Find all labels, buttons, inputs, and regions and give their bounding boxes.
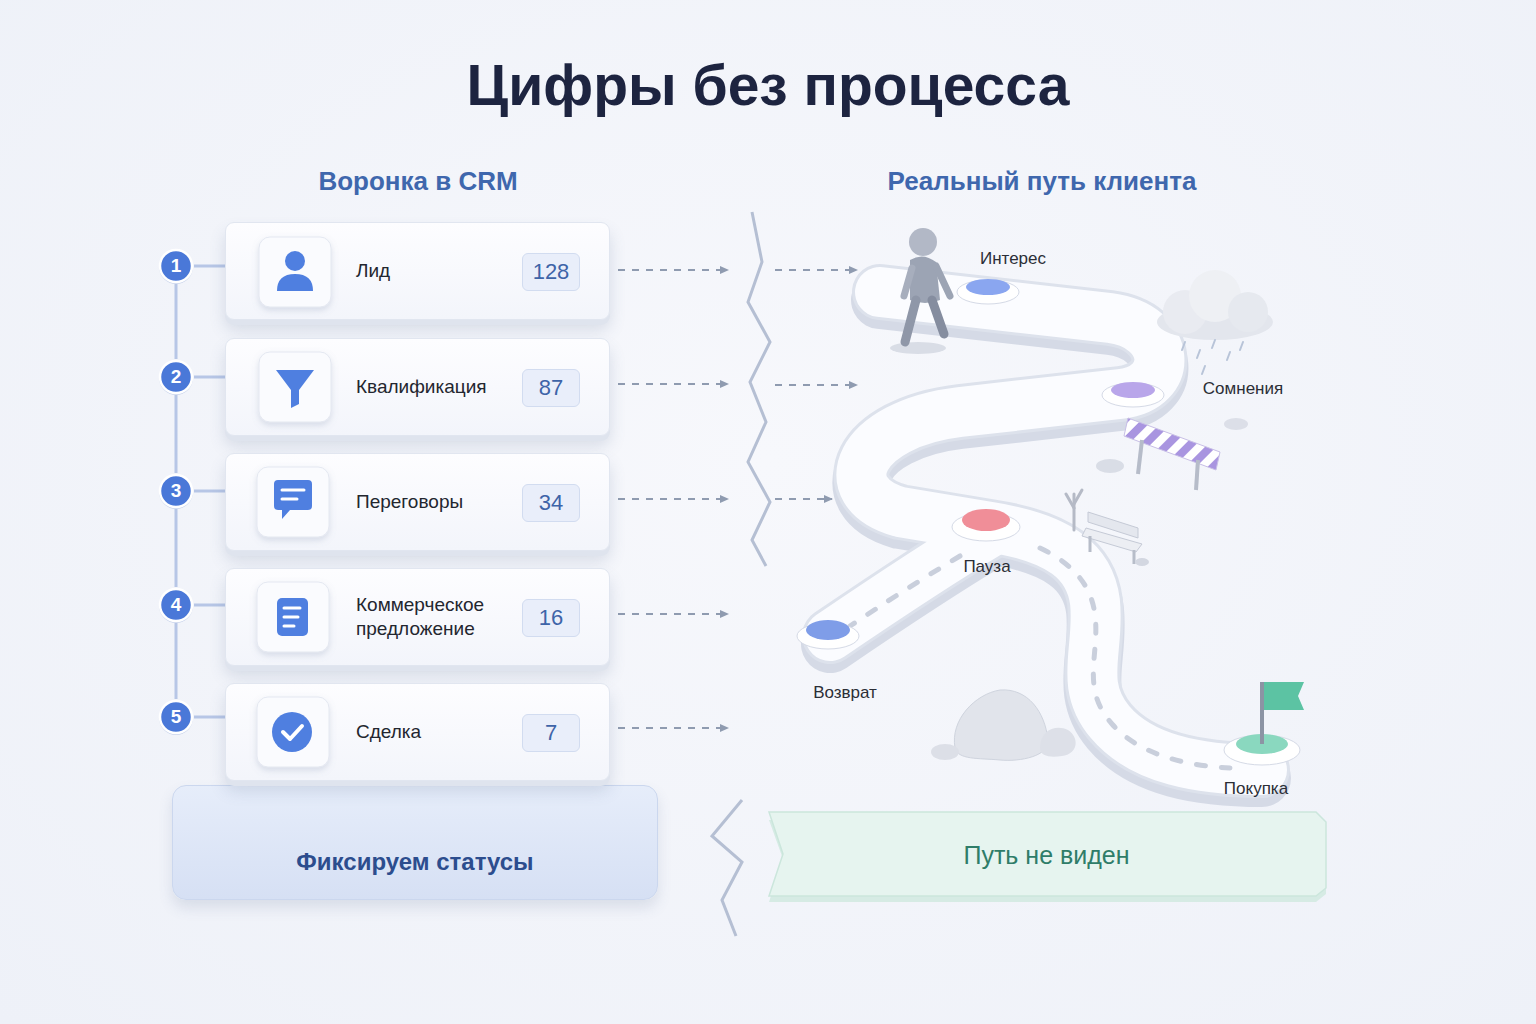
connector-line (175, 623, 178, 699)
node-text: 2 (158, 359, 194, 395)
count-badge: 16 (522, 599, 580, 637)
diagram-title: Цифры без процесса (0, 52, 1536, 118)
node-text: 16 (523, 600, 579, 636)
rocks (931, 690, 1076, 760)
funnel-stage-card: Коммерческое предложение16 (225, 568, 610, 666)
count-badge: 87 (522, 369, 580, 407)
step-number-circle: 4 (158, 587, 194, 623)
connector-line (175, 284, 178, 359)
connector-line (175, 395, 178, 473)
node-text: Фиксируем статусы (173, 848, 657, 876)
path-label: Сомнения (1203, 379, 1283, 399)
section-heading: Реальный путь клиента (888, 166, 1197, 197)
road (830, 292, 1262, 778)
node-text: Коммерческое предложение (356, 569, 521, 665)
barrier (1096, 418, 1248, 490)
crack (712, 212, 770, 936)
connector-line (194, 376, 225, 379)
count-badge: 128 (522, 253, 580, 291)
count-badge: 34 (522, 484, 580, 522)
cloud (1157, 270, 1273, 374)
step-number-circle: 5 (158, 699, 194, 735)
node-text: 128 (523, 254, 579, 290)
step-number-circle: 2 (158, 359, 194, 395)
node-text: 34 (523, 485, 579, 521)
step-number-circle: 3 (158, 473, 194, 509)
node-text: Квалификация (356, 339, 521, 435)
pin-doubts (1102, 382, 1164, 407)
person-figure (890, 228, 950, 354)
connector-line (194, 604, 225, 607)
connector-line (194, 716, 225, 719)
bench (1066, 490, 1149, 566)
node-text: 4 (158, 587, 194, 623)
pin-interest (957, 279, 1019, 304)
connector-line (194, 490, 225, 493)
connector-line (194, 265, 225, 268)
node-text: Переговоры (356, 454, 521, 550)
pin-return (797, 620, 859, 649)
node-text: 3 (158, 473, 194, 509)
path-label: Пауза (963, 557, 1010, 577)
count-badge: 7 (522, 714, 580, 752)
node-text: Лид (356, 223, 521, 319)
connector-line (175, 509, 178, 587)
node-text: Путь не виден (765, 810, 1328, 900)
step-number-circle: 1 (158, 248, 194, 284)
node-text: Сделка (356, 684, 521, 780)
funnel-stage-card: Квалификация87 (225, 338, 610, 436)
node-text: 1 (158, 248, 194, 284)
node-text: 5 (158, 699, 194, 735)
funnel-stage-card: Переговоры34 (225, 453, 610, 551)
status-band: Фиксируем статусы (172, 785, 658, 900)
funnel-stage-card: Сделка7 (225, 683, 610, 781)
pin-purchase (1224, 682, 1304, 765)
funnel-stage-card: Лид128 (225, 222, 610, 320)
pin-pause (952, 509, 1020, 541)
path-label: Интерес (980, 249, 1046, 269)
node-text: 7 (523, 715, 579, 751)
path-label: Возврат (813, 683, 877, 703)
path-band: Путь не виден (765, 810, 1328, 900)
path-label: Покупка (1224, 779, 1288, 799)
node-text: 87 (523, 370, 579, 406)
section-heading: Воронка в CRM (318, 166, 517, 197)
